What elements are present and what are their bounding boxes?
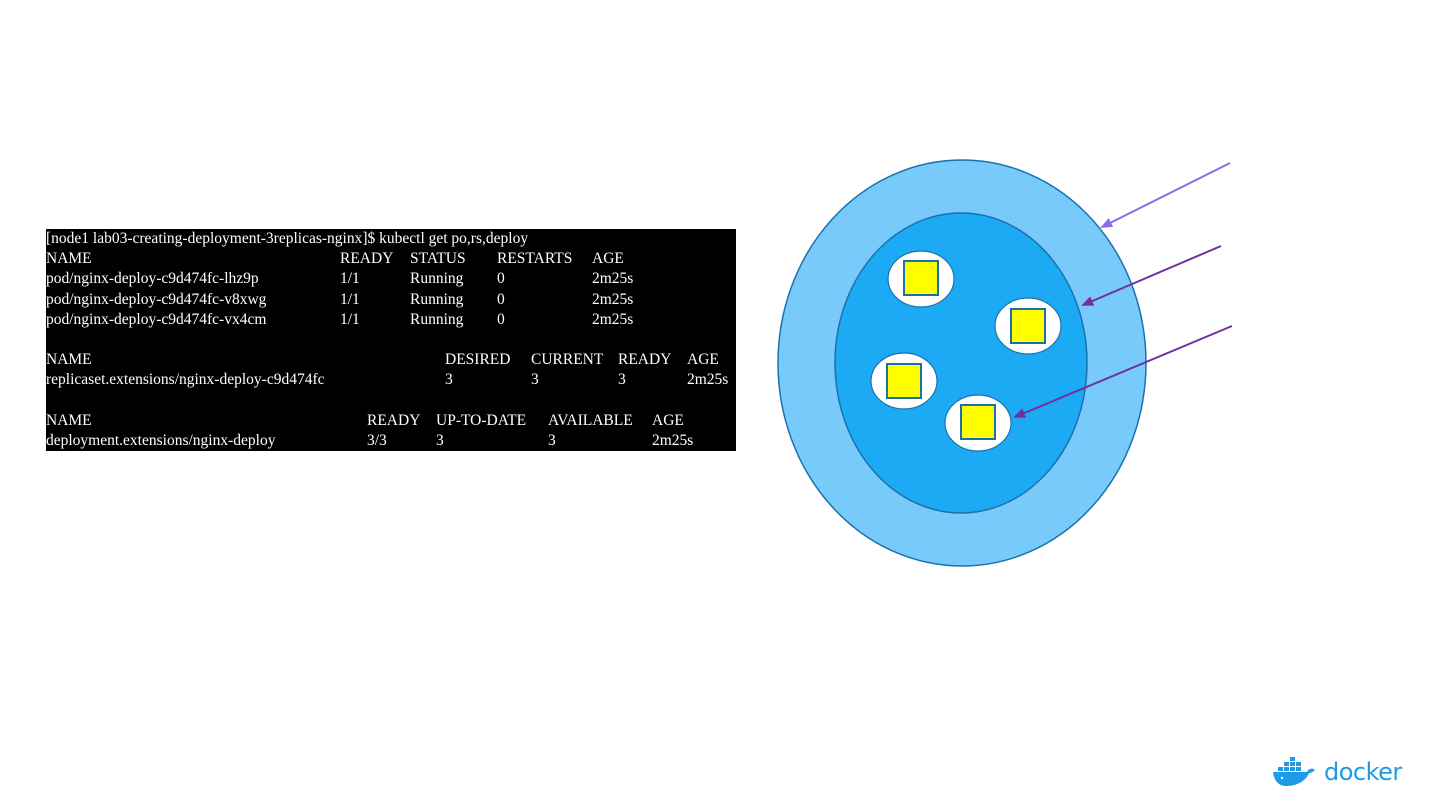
deployments-header-row: NAME READY UP-TO-DATE AVAILABLE AGE bbox=[46, 411, 684, 429]
container-square bbox=[1010, 308, 1046, 344]
docker-logo: docker bbox=[1272, 757, 1402, 787]
container-square bbox=[886, 363, 922, 399]
pod-arrow bbox=[1013, 325, 1233, 418]
pod bbox=[944, 394, 1012, 452]
replicaset-ellipse bbox=[834, 212, 1088, 514]
terminal-output: [node1 lab03-creating-deployment-3replic… bbox=[46, 229, 736, 451]
pod-row: pod/nginx-deploy-c9d474fc-vx4cm 1/1 Runn… bbox=[46, 310, 634, 328]
pods-header-row: NAME READY STATUS RESTARTS AGE bbox=[46, 250, 624, 268]
docker-whale-icon bbox=[1273, 757, 1315, 786]
pod-row: pod/nginx-deploy-c9d474fc-lhz9p 1/1 Runn… bbox=[46, 270, 634, 288]
terminal-prompt: [node1 lab03-creating-deployment-3replic… bbox=[46, 230, 529, 247]
deployment-arrow bbox=[1100, 162, 1231, 228]
container-square bbox=[960, 404, 996, 440]
deployment-row: deployment.extensions/nginx-deploy 3/3 3… bbox=[46, 431, 694, 449]
replicaset-row: replicaset.extensions/nginx-deploy-c9d47… bbox=[46, 371, 729, 389]
pod bbox=[994, 297, 1062, 355]
replicaset-arrow bbox=[1081, 245, 1222, 306]
container-square bbox=[903, 260, 939, 296]
pod bbox=[887, 250, 955, 308]
docker-wordmark: docker bbox=[1324, 758, 1402, 786]
replicasets-header-row: NAME DESIRED CURRENT READY AGE bbox=[46, 351, 719, 369]
pod bbox=[870, 352, 938, 410]
pod-row: pod/nginx-deploy-c9d474fc-v8xwg 1/1 Runn… bbox=[46, 290, 634, 308]
